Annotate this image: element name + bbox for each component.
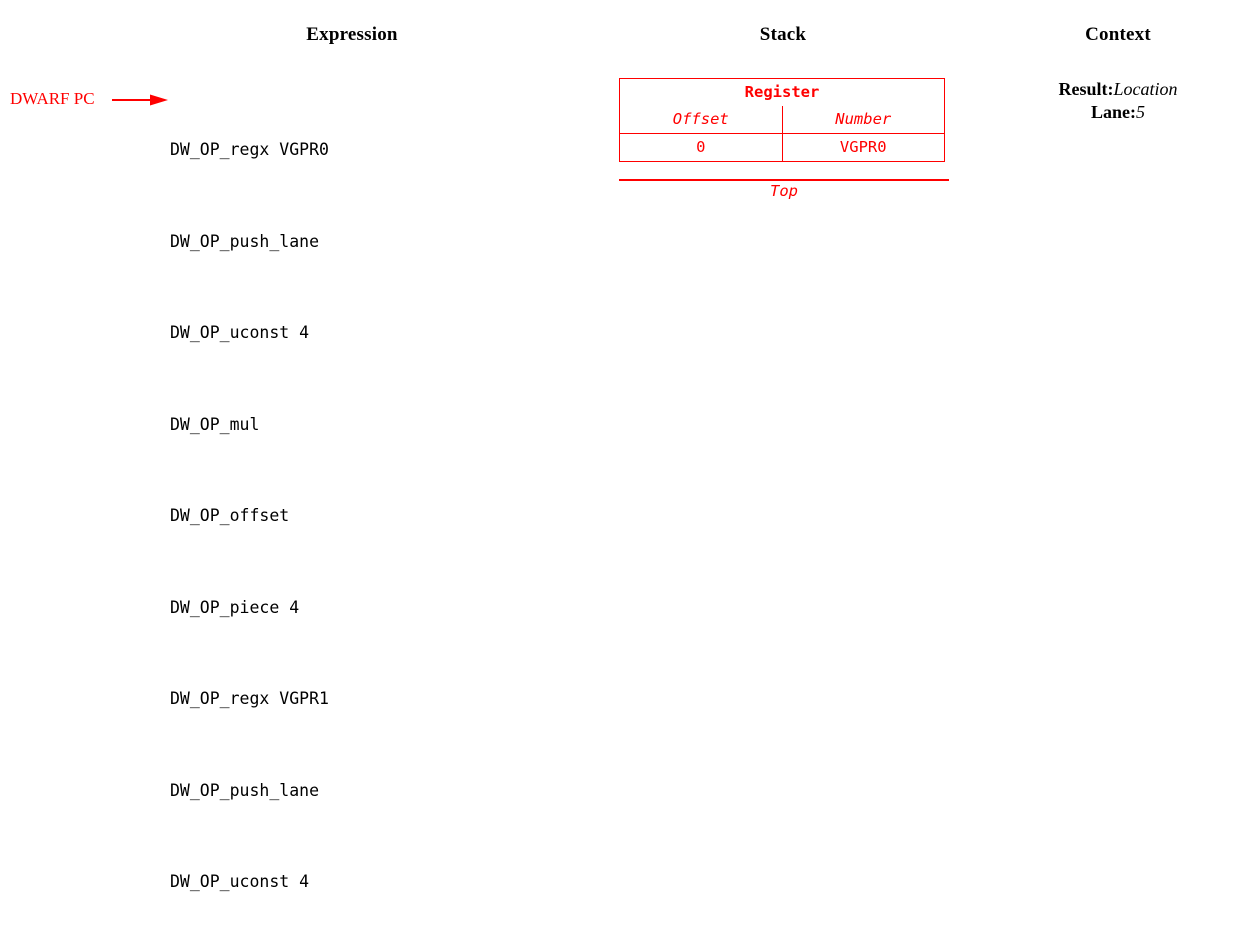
context-block: Result:Location Lane:5: [1058, 78, 1177, 124]
expression-line: DW_OP_piece 4: [170, 597, 300, 617]
dwarf-pc-arrow-icon: [112, 94, 168, 106]
expression-line: DW_OP_mul: [170, 414, 260, 434]
expression-line: DW_OP_offset: [170, 506, 290, 525]
expression-line: DW_OP_regx VGPR1: [170, 689, 329, 708]
context-key: Result:: [1058, 79, 1114, 99]
expression-line: DW_OP_uconst 4: [170, 323, 310, 342]
column-heading-context: Context: [1085, 24, 1151, 45]
stack-table: Register Offset Number 0 VGPR0: [619, 78, 945, 162]
expression-line: DW_OP_push_lane: [170, 780, 320, 800]
context-entry-result: Result:Location: [1058, 78, 1177, 101]
context-entry-lane: Lane:5: [1058, 101, 1177, 124]
expression-line: DW_OP_regx VGPR0: [170, 140, 329, 159]
stack-column-header-offset: Offset: [619, 106, 783, 134]
stack-column-header-number: Number: [782, 106, 945, 134]
column-heading-stack: Stack: [759, 24, 807, 45]
expression-line: DW_OP_push_lane: [170, 231, 320, 251]
expression-line: DW_OP_uconst 4: [170, 872, 310, 891]
stack-top-label: Top: [770, 182, 798, 200]
stack-group-header-register: Register: [619, 78, 945, 106]
expression-listing: DW_OP_regx VGPR0 DW_OP_push_lane DW_OP_u…: [170, 74, 329, 936]
context-value: 5: [1135, 102, 1145, 122]
stack-top-divider: [619, 179, 949, 181]
column-heading-expression: Expression: [306, 24, 398, 45]
stack-cell-offset: 0: [619, 133, 783, 162]
context-key: Lane:: [1090, 102, 1136, 122]
table-row: 0 VGPR0: [619, 133, 945, 162]
table-row-column-headers: Offset Number: [619, 106, 945, 134]
table-row-group-header: Register: [619, 78, 945, 106]
context-value: Location: [1113, 79, 1178, 99]
stack-area: Register Offset Number 0 VGPR0 Top: [619, 78, 949, 200]
stack-cell-number: VGPR0: [782, 133, 945, 162]
dwarf-pc-label: DWARF PC: [10, 89, 95, 108]
